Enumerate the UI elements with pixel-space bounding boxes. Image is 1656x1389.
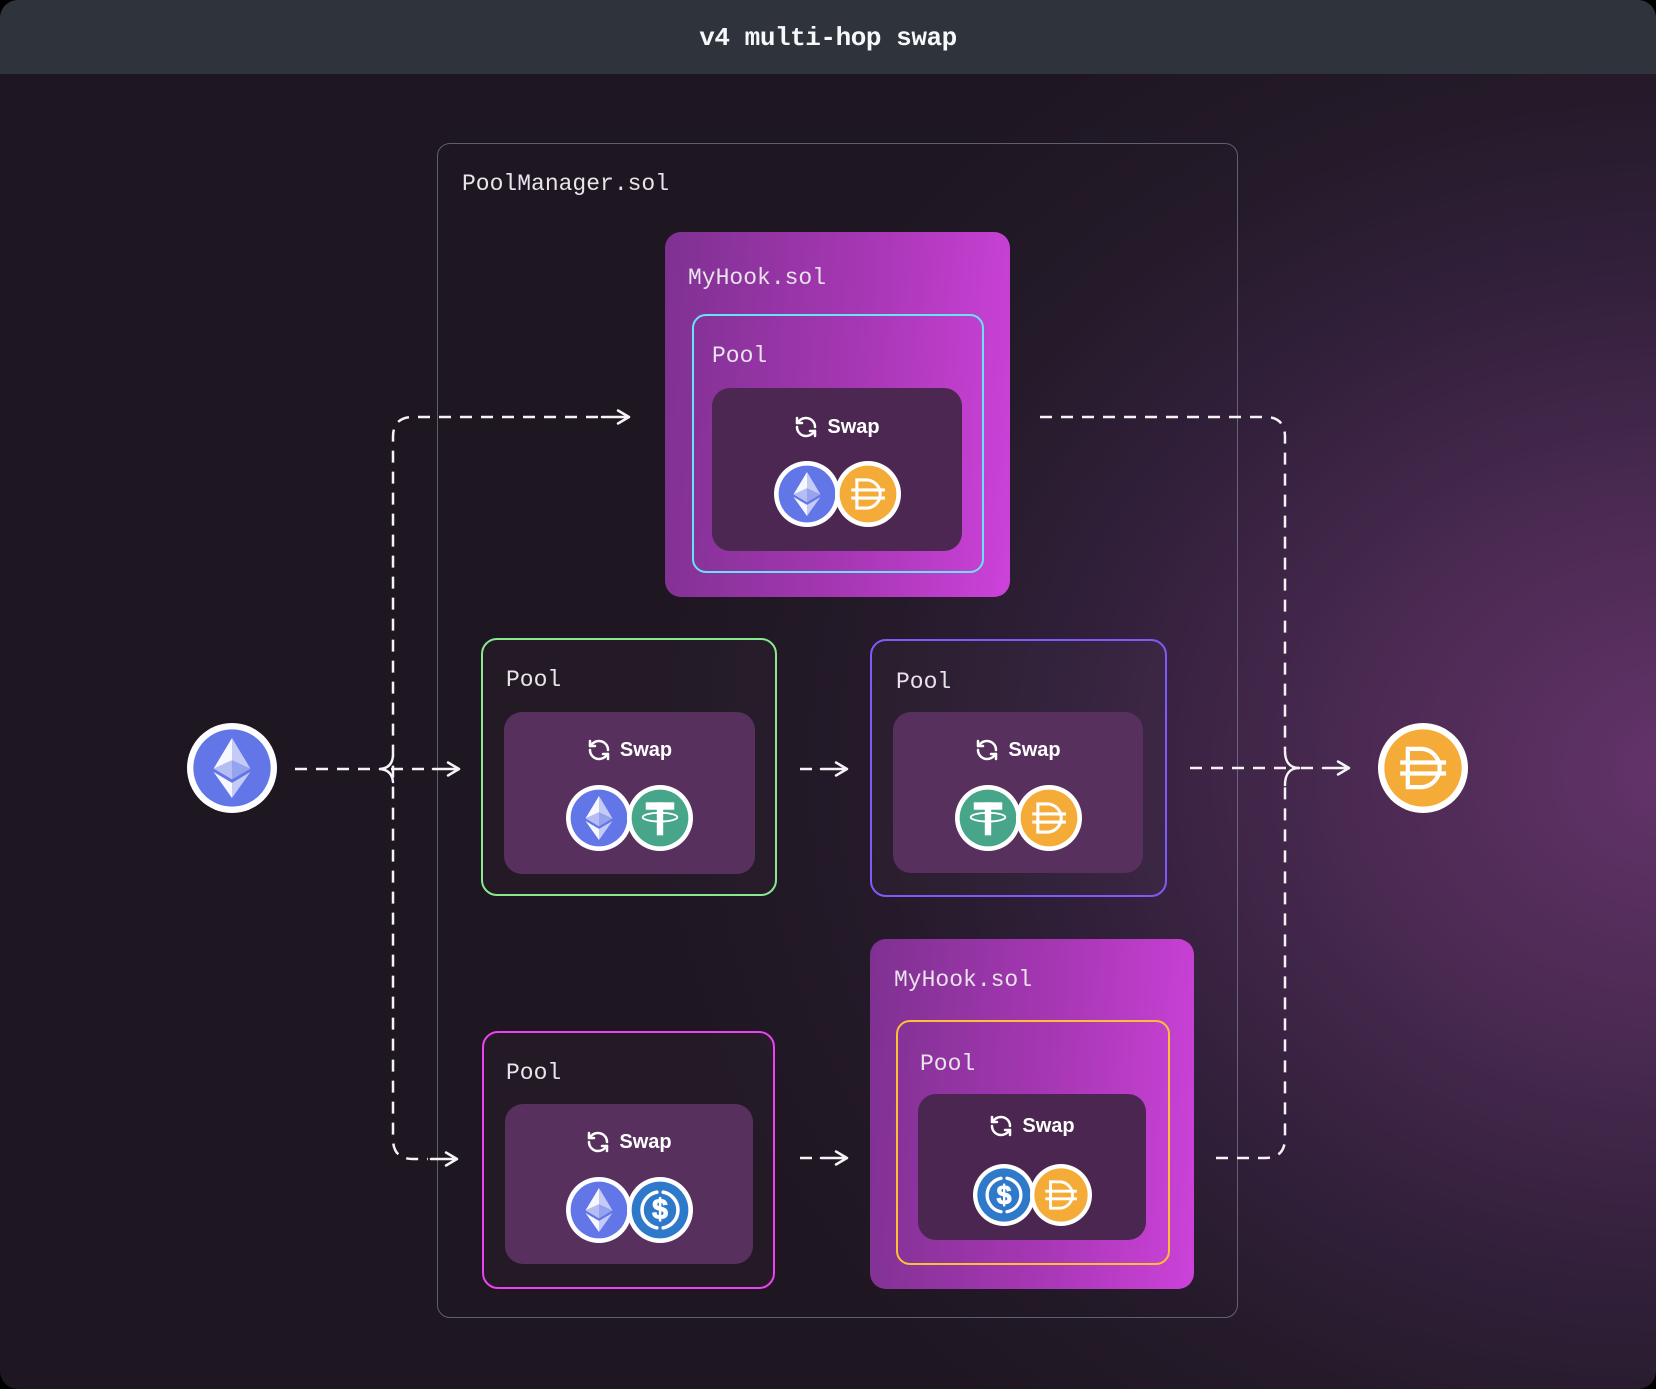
svg-text:$: $	[652, 1194, 668, 1226]
svg-text:$: $	[996, 1180, 1011, 1210]
